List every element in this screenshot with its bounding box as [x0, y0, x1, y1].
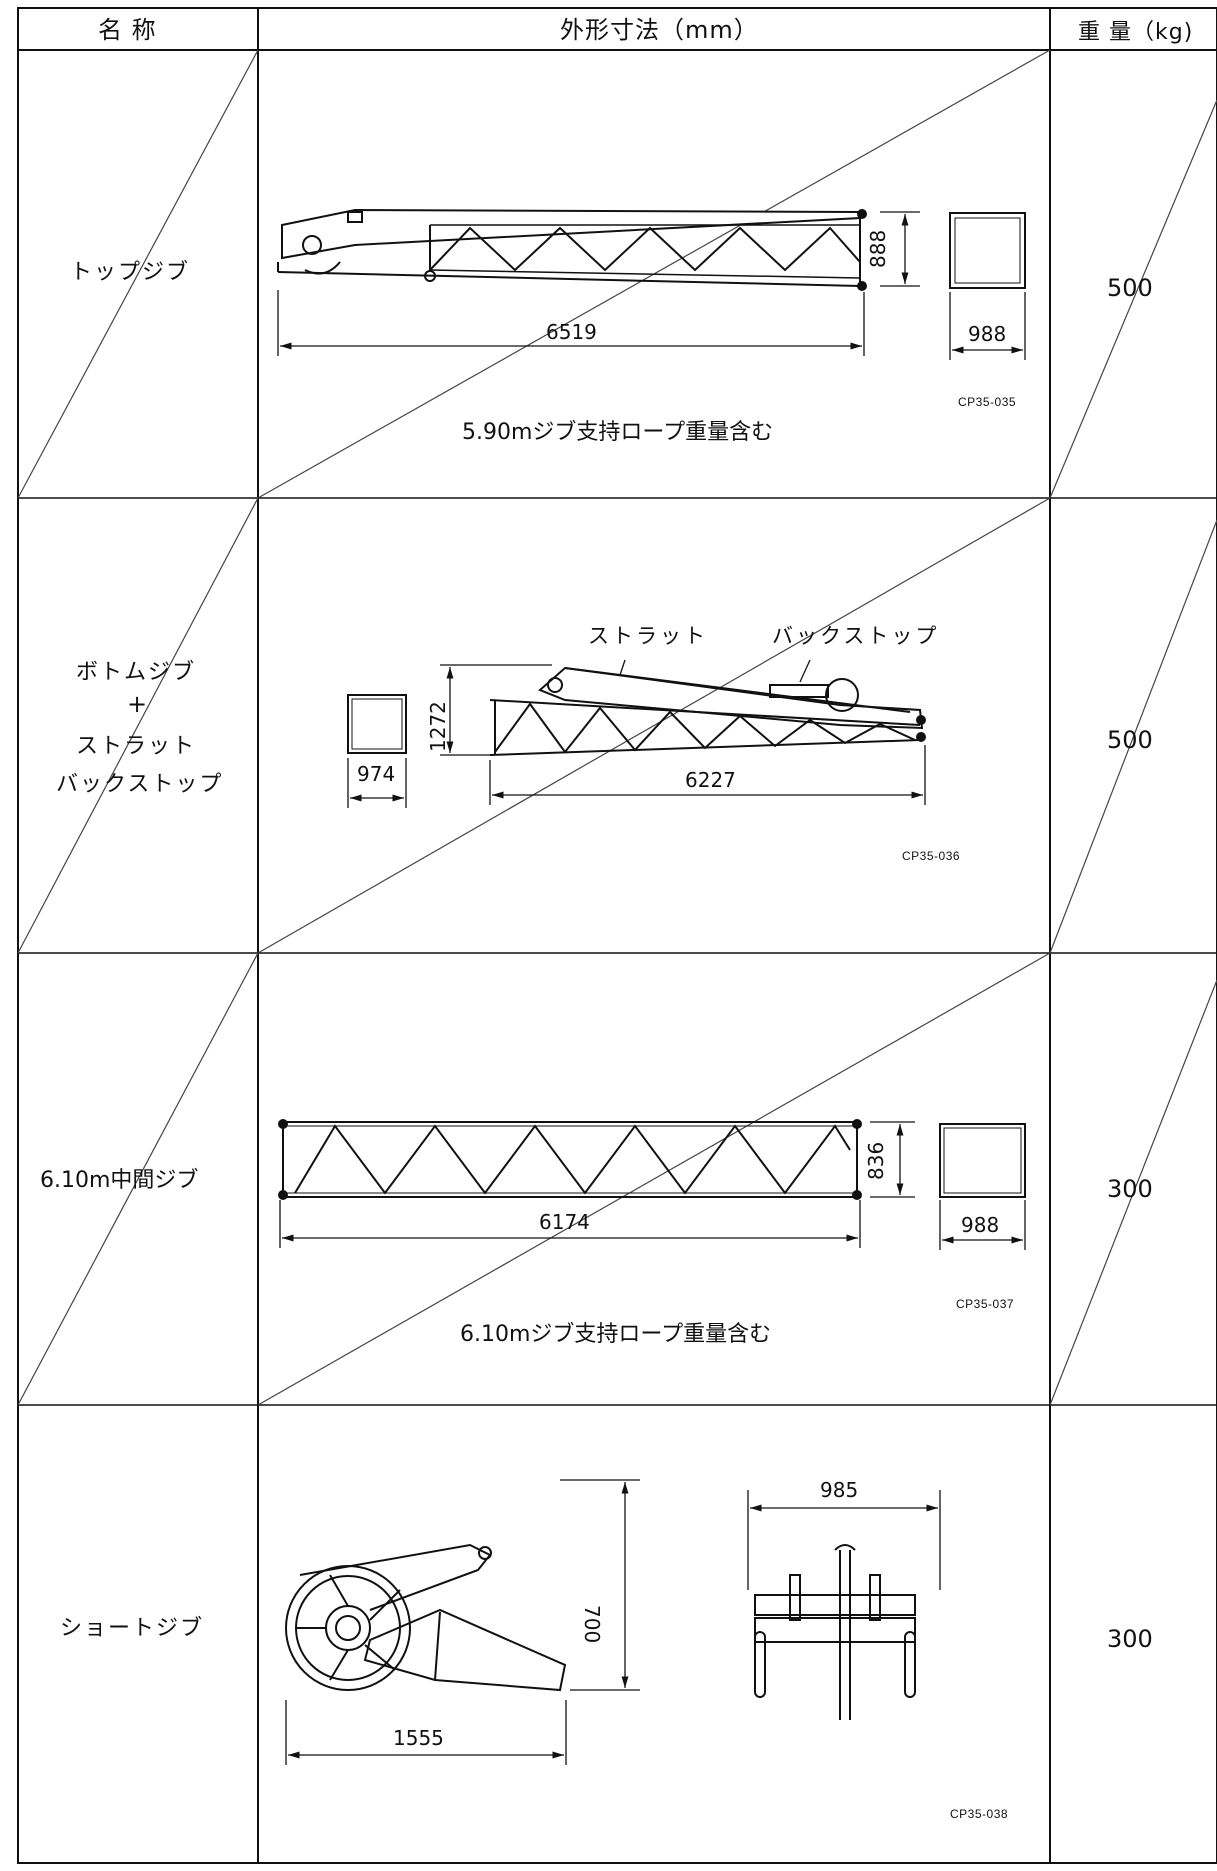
row-name-line-3: ストラット — [76, 734, 197, 759]
drawing-code: CP35-035 — [958, 395, 1017, 409]
header-dimensions: 外形寸法（mm） — [560, 16, 759, 44]
row-name: トップジブ — [70, 260, 191, 285]
short-jib-drawing — [285, 1543, 916, 1720]
row-name: ショートジブ — [60, 1616, 205, 1641]
drawing-code: CP35-037 — [956, 1297, 1015, 1311]
caption: 5.90mジブ支持ロープ重量含む — [462, 420, 774, 445]
dim-width: 985 — [820, 1478, 859, 1502]
row-weight: 500 — [1107, 726, 1153, 754]
row-weight: 500 — [1107, 274, 1153, 302]
row-weight: 300 — [1107, 1625, 1153, 1653]
dim-length: 6174 — [539, 1210, 590, 1234]
intermediate-jib-dimensions — [279, 1121, 1026, 1250]
drawing-code: CP35-036 — [902, 849, 961, 863]
intermediate-jib-drawing — [278, 1119, 1026, 1200]
dim-length: 6519 — [546, 320, 597, 344]
row-weight: 300 — [1107, 1175, 1153, 1203]
row-name-line-2: + — [127, 690, 150, 718]
dim-height: 1272 — [426, 701, 450, 752]
dim-height: 888 — [866, 229, 890, 268]
diagonal-strike-lines — [17, 49, 1217, 1406]
top-jib-drawing — [277, 208, 1026, 291]
header-weight: 重 量（kg) — [1078, 20, 1194, 45]
dim-length: 6227 — [685, 768, 736, 792]
header-name: 名 称 — [98, 16, 157, 44]
bottom-jib-drawing — [347, 666, 926, 756]
dim-width: 988 — [968, 322, 1007, 346]
row-name-line-4: バックストップ — [56, 772, 224, 797]
caption: 6.10mジブ支持ロープ重量含む — [460, 1322, 772, 1347]
dim-width: 974 — [357, 762, 396, 786]
drawing-code: CP35-038 — [950, 1807, 1009, 1821]
dim-width: 988 — [961, 1213, 1000, 1237]
dim-length: 1555 — [393, 1726, 444, 1750]
label-backstop: バックストップ — [772, 624, 940, 648]
bottom-jib-dimensions — [347, 659, 926, 808]
table-grid — [17, 7, 1217, 1864]
row-name-line-1: ボトムジブ — [76, 660, 197, 685]
short-jib-dimensions — [285, 1479, 941, 1765]
row-name: 6.10m中間ジブ — [40, 1168, 199, 1193]
top-jib-dimensions — [277, 211, 1026, 360]
dim-height: 700 — [580, 1605, 604, 1644]
label-strut: ストラット — [588, 624, 708, 648]
dim-height: 836 — [864, 1141, 888, 1180]
